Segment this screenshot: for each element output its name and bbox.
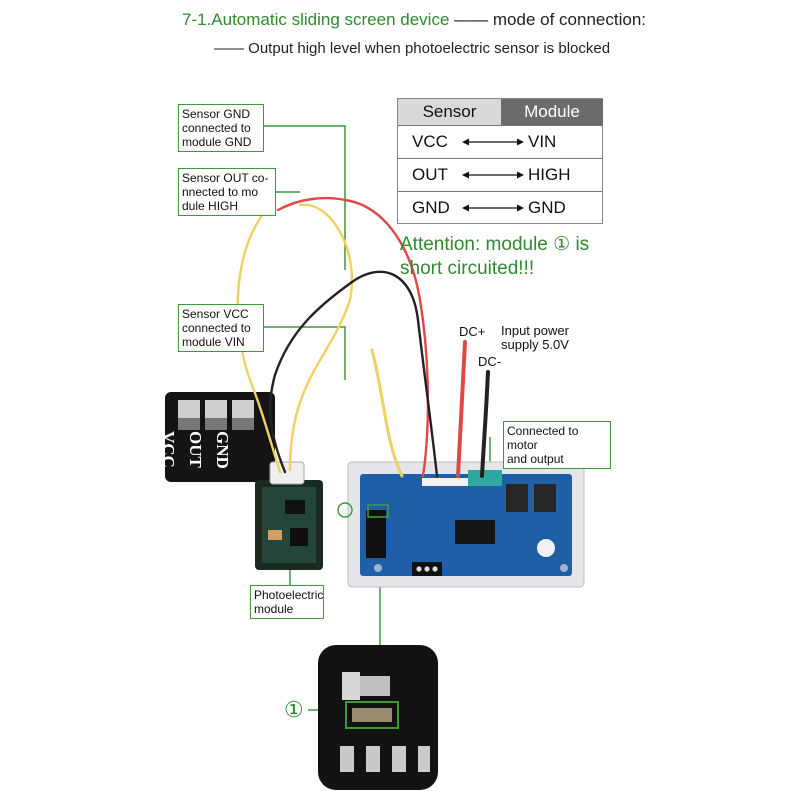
- header-subtitle: —— Output high level when photoelectric …: [214, 40, 610, 57]
- pin-label-gnd: GND: [213, 431, 232, 469]
- header-title-suffix: mode of connection:: [492, 10, 646, 29]
- power-label-line-1: Input power: [501, 323, 569, 338]
- callout-line-2: module: [254, 602, 294, 616]
- wire-black-power: [480, 370, 490, 478]
- callout-line-2: nnected to mo: [182, 185, 259, 199]
- dc-plus-label: DC+: [459, 324, 486, 339]
- callout-photoelectric: Photoelectric module: [250, 585, 324, 619]
- callout-line-2: and output: [507, 452, 564, 466]
- attention-line-1: Attention: module ① is: [400, 234, 590, 255]
- table-cell-sensor: OUT: [412, 165, 448, 184]
- wire-black-module: [350, 270, 439, 478]
- pin-label-vcc: VCC: [159, 431, 178, 468]
- double-arrow-icon: [462, 204, 524, 212]
- callout-line-2: connected to: [182, 121, 251, 135]
- callout-line-3: dule HIGH: [182, 199, 239, 213]
- connection-table: Sensor Module VCC VIN OUT HIGH GND GND: [397, 98, 603, 224]
- callout-line-1: Sensor GND: [182, 107, 251, 121]
- callout-sensor-out: Sensor OUT co- nnected to mo dule HIGH: [178, 168, 276, 216]
- callout-sensor-gnd: Sensor GND connected to module GND: [178, 104, 264, 152]
- pin-label-out: OUT: [186, 431, 205, 468]
- header-subtitle-text: Output high level when photoelectric sen…: [248, 40, 611, 57]
- double-arrow-icon: [462, 171, 524, 179]
- wire-black-sensor: [269, 280, 354, 474]
- table-header-module: Module: [501, 99, 603, 125]
- pin-labels: VCC OUT GND: [159, 425, 272, 480]
- table-cell-module: VIN: [528, 132, 557, 151]
- table-row: GND GND: [398, 191, 602, 224]
- wire-yellow-module: [370, 348, 404, 478]
- dash: ——: [454, 10, 489, 29]
- callout-line-3: module GND: [182, 135, 252, 149]
- callout-line-1: Sensor VCC: [182, 307, 249, 321]
- board-marker-circle: [337, 502, 353, 518]
- zoom-detail-photo: [318, 645, 438, 790]
- callout-line-gnd: [264, 125, 346, 270]
- header-title-prefix: 7-1.Automatic sliding screen device: [182, 10, 450, 29]
- table-cell-module: GND: [528, 198, 566, 217]
- table-cell-sensor: VCC: [412, 132, 448, 151]
- wire-yellow-sensor-2: [288, 203, 354, 472]
- header-title: 7-1.Automatic sliding screen device —— m…: [182, 10, 646, 30]
- double-arrow-icon: [462, 138, 524, 146]
- callout-line-vcc: [264, 326, 346, 380]
- wires: [236, 196, 490, 478]
- table-row: OUT HIGH: [398, 158, 602, 191]
- attention-note: Attention: module ① is short circuited!!…: [400, 233, 640, 281]
- callout-line-3: module VIN: [182, 335, 245, 349]
- attention-line-2: short circuited!!!: [400, 258, 535, 279]
- callout-sensor-vcc: Sensor VCC connected to module VIN: [178, 304, 264, 352]
- table-header-sensor: Sensor: [398, 99, 501, 125]
- pin-header-photo: [165, 392, 275, 482]
- photoelectric-module-photo: [255, 461, 323, 570]
- short-marker-box: [367, 504, 389, 518]
- power-label-line-2: supply 5.0V: [501, 337, 569, 352]
- controller-board-photo: [347, 461, 585, 588]
- callout-line-2: connected to: [182, 321, 251, 335]
- zoom-marker-label: ①: [284, 697, 304, 722]
- power-supply-label: Input power supply 5.0V: [501, 324, 569, 352]
- table-row: VCC VIN: [398, 125, 602, 158]
- callout-line-1: Sensor OUT co-: [182, 171, 269, 185]
- wire-yellow-sensor: [236, 203, 282, 474]
- dc-minus-label: DC-: [478, 354, 502, 369]
- table-cell-sensor: GND: [412, 198, 450, 217]
- table-cell-module: HIGH: [528, 165, 571, 184]
- callout-motor: Connected to motor and output: [503, 421, 611, 469]
- callout-line-1: Connected to motor: [507, 424, 579, 452]
- dash: ——: [214, 40, 244, 57]
- wire-red-power: [456, 340, 467, 478]
- callout-line-1: Photoelectric: [254, 588, 324, 602]
